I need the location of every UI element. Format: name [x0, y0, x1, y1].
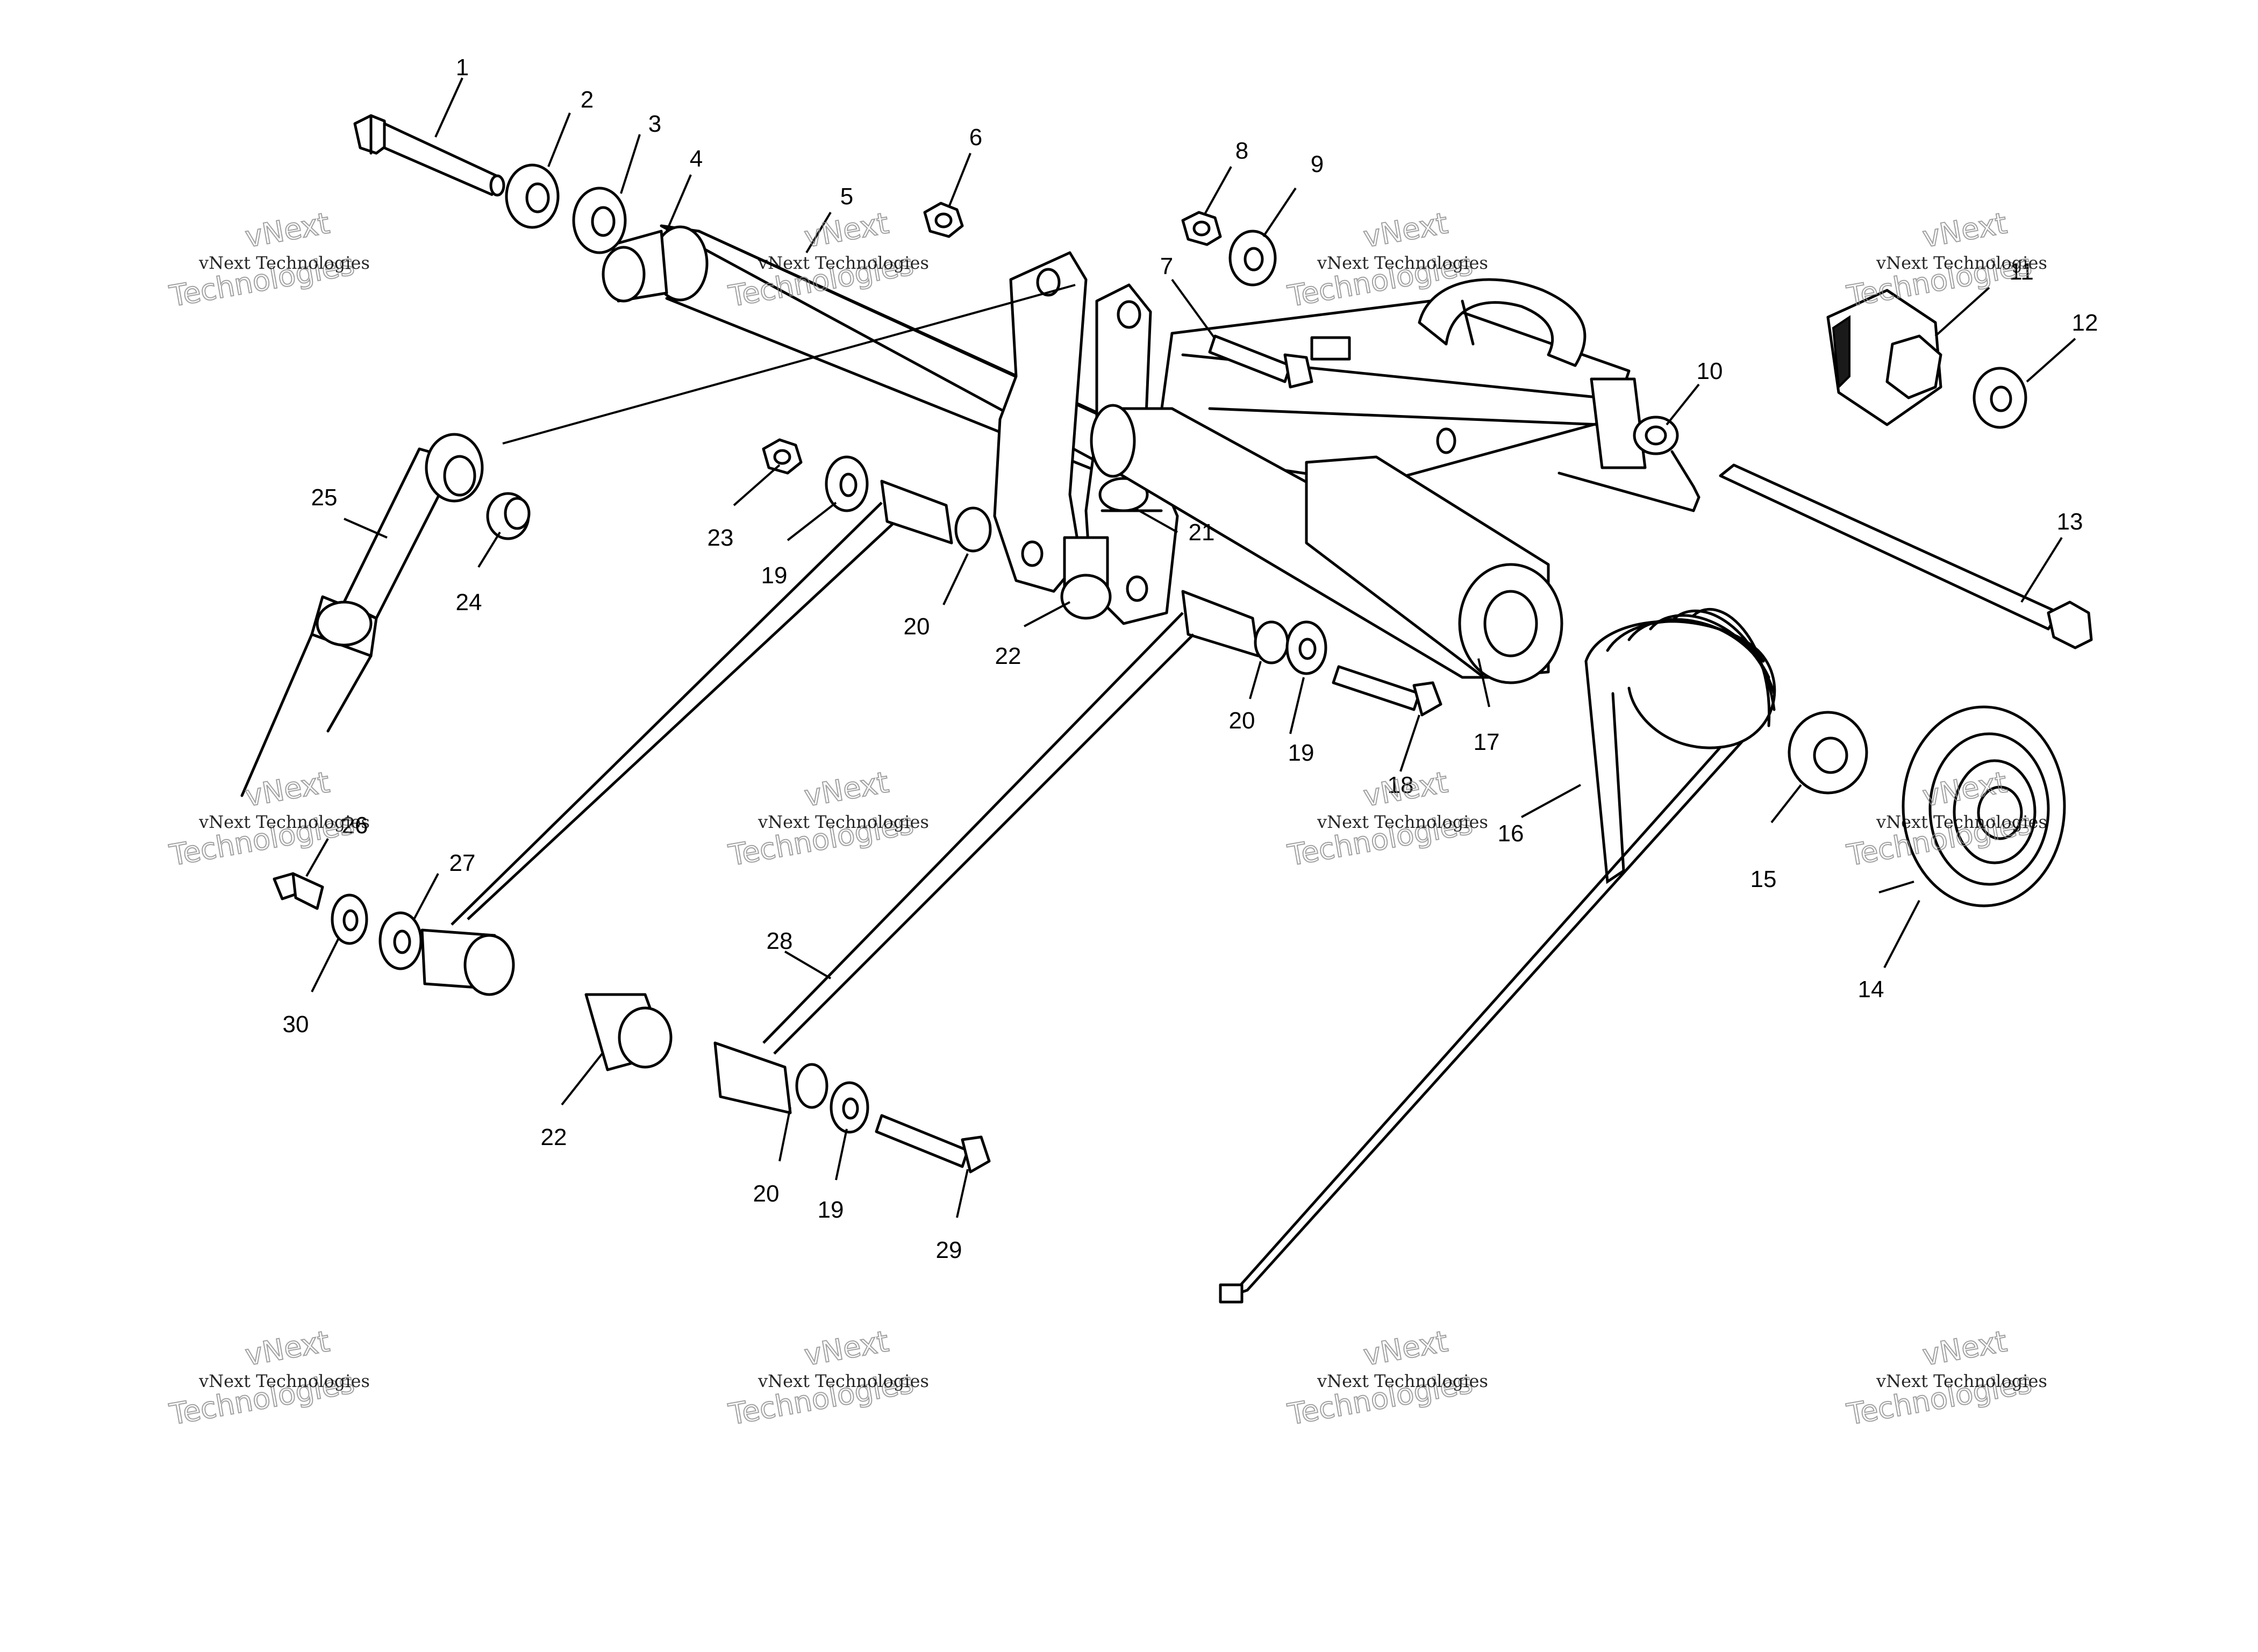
svg-text:vNext: vNext: [242, 765, 332, 813]
callout-18: 18: [1388, 772, 1414, 798]
svg-text:vNext: vNext: [242, 1324, 332, 1372]
svg-text:vNext Technologies: vNext Technologies: [198, 1371, 370, 1391]
bolt-29: [875, 1114, 991, 1174]
callout-3: 3: [648, 111, 661, 137]
shock-absorber-25: [240, 433, 484, 797]
callout-23: 23: [708, 525, 734, 551]
washer-27: [378, 911, 423, 970]
callout-11: 11: [2009, 259, 2034, 285]
svg-text:vNext Technologies: vNext Technologies: [758, 812, 929, 832]
svg-text:vNext Technologies: vNext Technologies: [198, 253, 370, 273]
callout-21: 21: [1189, 519, 1215, 546]
svg-text:vNext: vNext: [1361, 206, 1450, 254]
svg-text:vNext Technologies: vNext Technologies: [758, 1371, 929, 1391]
upper-arm-left: [420, 480, 992, 996]
callout-20-top: 20: [904, 613, 930, 640]
svg-text:vNext Technologies: vNext Technologies: [1317, 253, 1488, 273]
watermark: vNext Technologies vNext Technologies: [166, 1324, 370, 1432]
nut-6: [923, 202, 964, 238]
svg-text:vNext Technologies: vNext Technologies: [1876, 1371, 2047, 1391]
svg-text:vNext: vNext: [1361, 1324, 1450, 1372]
callout-26: 26: [342, 812, 368, 839]
nut-23: [762, 438, 803, 475]
svg-text:vNext Technologies: vNext Technologies: [758, 253, 929, 273]
washer-30: [331, 893, 368, 945]
washer-19-bottom: [830, 1081, 869, 1134]
washer-19-mid: [1285, 620, 1327, 675]
callout-19-mid: 19: [1288, 740, 1314, 766]
bolt-26: [273, 872, 324, 910]
watermark: vNext Technologies vNext Technologies: [166, 764, 370, 873]
callout-20-bottom: 20: [753, 1181, 780, 1207]
callout-12: 12: [2072, 310, 2098, 336]
bolt-13: [1719, 463, 2093, 649]
callout-labels: 1 2 3 4 5 6 7 8 9 10 11 12 13 14 15 16 1…: [283, 54, 2098, 1263]
bolt-18: [1332, 665, 1442, 717]
svg-text:vNext Technologies: vNext Technologies: [1876, 253, 2047, 273]
svg-text:vNext: vNext: [1920, 206, 2009, 254]
callout-4: 4: [690, 146, 703, 172]
callout-7: 7: [1160, 253, 1173, 280]
block-11: [1826, 289, 1942, 426]
callout-14: 14: [1858, 976, 1884, 1003]
callout-28: 28: [767, 928, 793, 954]
washer-2: [505, 163, 560, 229]
svg-text:vNext Technologies: vNext Technologies: [198, 812, 370, 832]
svg-text:vNext Technologies: vNext Technologies: [1317, 812, 1488, 832]
callout-29: 29: [936, 1237, 962, 1263]
callout-17: 17: [1474, 729, 1500, 755]
svg-text:vNext: vNext: [802, 1324, 891, 1372]
leader-lines: [305, 77, 2076, 1218]
watermark: vNext Technologies vNext Technologies: [1843, 1324, 2047, 1432]
callout-10: 10: [1697, 358, 1723, 384]
washer-12: [1973, 367, 2027, 429]
svg-text:vNext: vNext: [1920, 1324, 2009, 1372]
callout-24: 24: [456, 589, 482, 616]
watermark: vNext Technologies vNext Technologies: [725, 764, 929, 873]
watermark: vNext Technologies vNext Technologies: [1284, 764, 1488, 873]
callout-8: 8: [1235, 138, 1248, 164]
callout-6: 6: [969, 124, 982, 151]
bushing-24: [486, 492, 531, 540]
callout-20-mid: 20: [1229, 707, 1255, 734]
bolt-1: [353, 114, 505, 197]
callout-9: 9: [1311, 151, 1324, 177]
nut-8: [1181, 211, 1222, 246]
washer-19-top: [825, 455, 869, 512]
idler-wheel-14: [1902, 705, 2066, 907]
callout-22-lower: 22: [541, 1124, 567, 1150]
washer-9: [1228, 230, 1277, 287]
callout-1: 1: [456, 54, 469, 81]
callout-5: 5: [840, 183, 853, 210]
svg-text:vNext: vNext: [802, 765, 891, 813]
washer-3: [572, 187, 627, 254]
callout-16: 16: [1498, 820, 1524, 847]
callout-19-bottom: 19: [818, 1197, 844, 1223]
washer-15: [1788, 711, 1868, 795]
watermark: vNext Technologies vNext Technologies: [166, 205, 370, 314]
spacer-tube: [1090, 404, 1563, 684]
callout-25: 25: [311, 484, 338, 511]
callout-15: 15: [1750, 866, 1777, 892]
callout-30: 30: [283, 1011, 309, 1038]
callout-19-top: 19: [761, 562, 788, 589]
watermark: vNext Technologies vNext Technologies: [725, 1324, 929, 1432]
torsion-spring-16: [1219, 608, 1776, 1304]
callout-27: 27: [449, 850, 476, 876]
watermark: vNext Technologies vNext Technologies: [1843, 205, 2047, 314]
svg-text:vNext: vNext: [242, 206, 332, 254]
lower-arm-right: [713, 590, 1289, 1114]
callout-2: 2: [581, 87, 594, 113]
svg-text:vNext: vNext: [1361, 765, 1450, 813]
bushing-22-lower: [584, 993, 673, 1071]
svg-text:vNext: vNext: [802, 206, 891, 254]
svg-text:vNext Technologies: vNext Technologies: [1876, 812, 2047, 832]
callout-22-mid: 22: [995, 643, 1021, 669]
bolt-7: [1208, 334, 1313, 389]
watermark: vNext Technologies vNext Technologies: [1284, 1324, 1488, 1432]
callout-13: 13: [2057, 509, 2083, 535]
svg-text:vNext Technologies: vNext Technologies: [1317, 1371, 1488, 1391]
